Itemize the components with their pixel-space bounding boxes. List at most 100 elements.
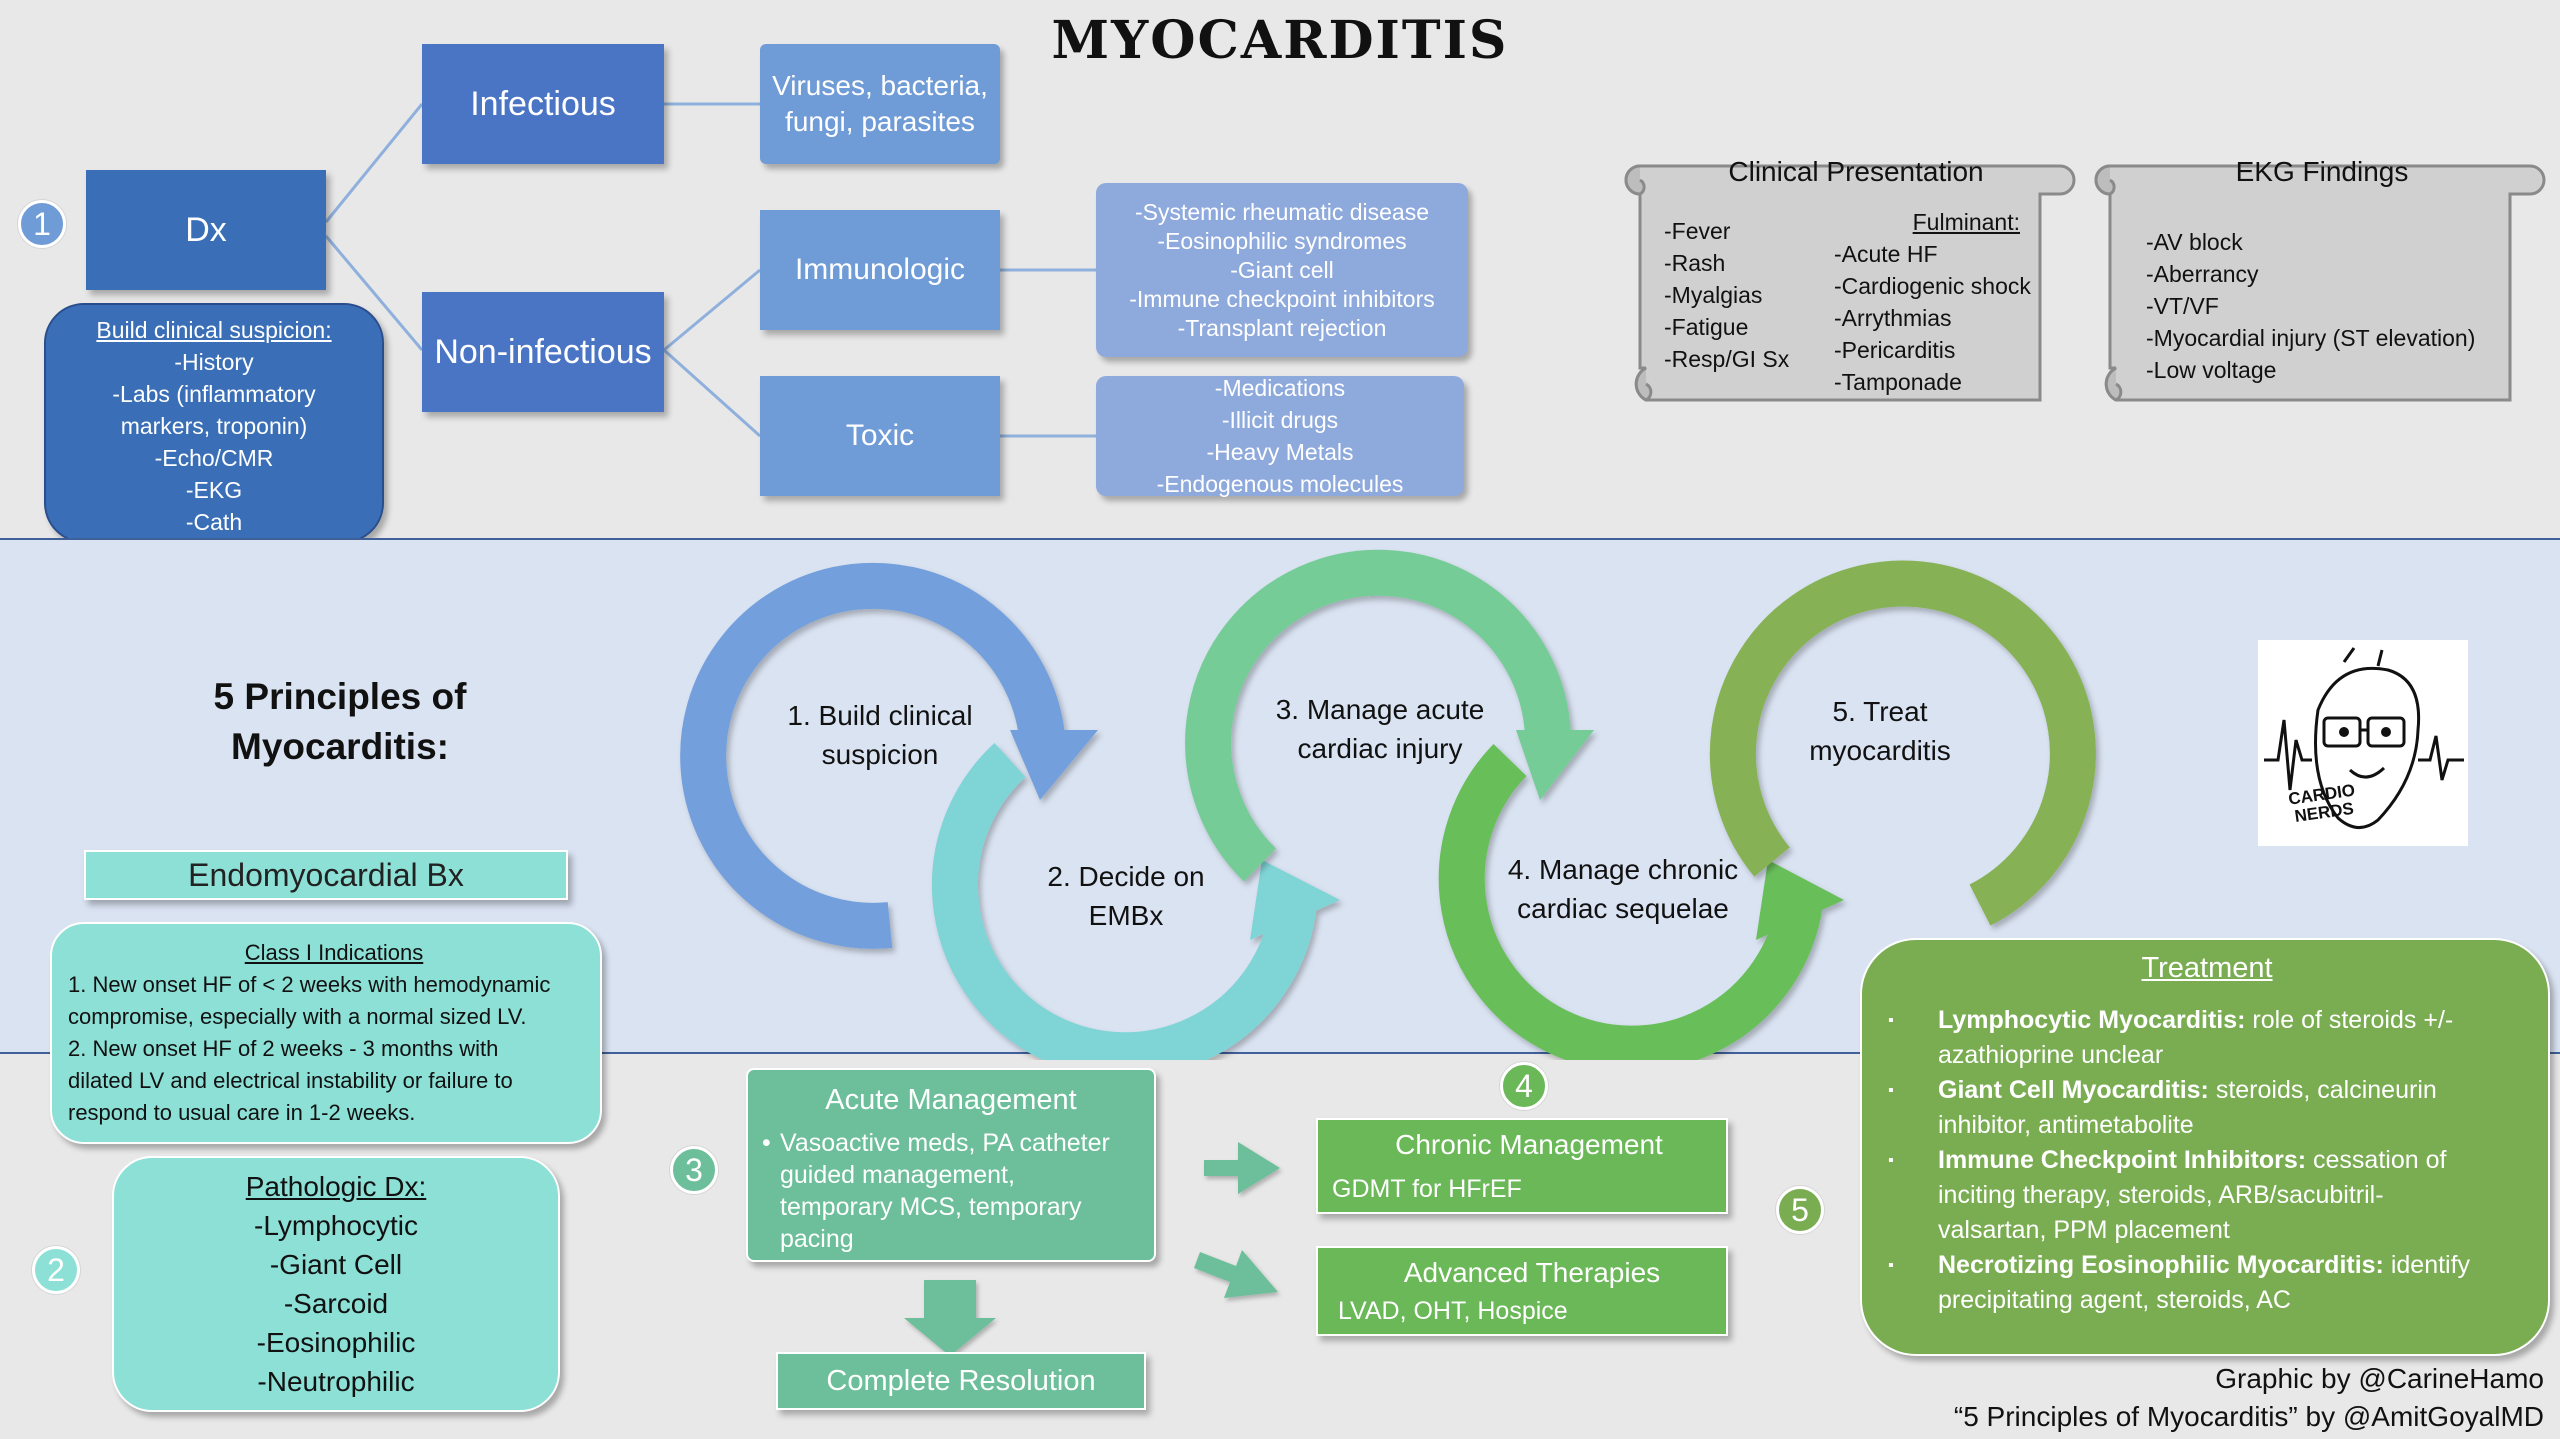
diagonal-arrow-icon	[1194, 1250, 1278, 1298]
treatment-item-title: Immune Checkpoint Inhibitors:	[1938, 1146, 2307, 1174]
fulminant-item: -Arrythmias	[1834, 305, 1952, 331]
symptom-item: -Resp/GI Sx	[1664, 346, 1790, 372]
immunologic-detail-line: -Transplant rejection	[1177, 314, 1387, 341]
principle-step-5: 5. Treat myocarditis	[1760, 692, 2000, 770]
infectious-label: Infectious	[470, 84, 616, 123]
complete-resolution-label: Complete Resolution	[826, 1364, 1096, 1397]
chronic-management-title: Chronic Management	[1395, 1128, 1663, 1160]
emb-indication-line: 1. New onset HF of < 2 weeks with hemody…	[68, 972, 551, 997]
immunologic-detail-line: -Eosinophilic syndromes	[1157, 227, 1407, 254]
treatment-bullet: ▪	[1888, 1012, 1894, 1029]
treatment-item: ▪ Necrotizing Eosinophilic Myocarditis: …	[1880, 1248, 2470, 1318]
suspicion-box: Build clinical suspicion: -History -Labs…	[44, 303, 384, 543]
cardionerds-logo: CARDIO NERDS	[2258, 640, 2468, 846]
step-number-2: 2	[32, 1246, 80, 1294]
principle-ring-3	[1185, 549, 1594, 882]
principle-step-line: myocarditis	[1809, 735, 1951, 766]
fulminant-item: -Cardiogenic shock	[1834, 273, 2031, 299]
acute-bullet: •	[762, 1129, 771, 1157]
symptom-item: -Fever	[1664, 218, 1731, 244]
immunologic-box: Immunologic	[760, 210, 1000, 330]
dx-box: Dx	[86, 170, 326, 290]
ekg-findings-list: -AV block -Aberrancy -VT/VF -Myocardial …	[2146, 226, 2475, 386]
pathologic-dx-box: Pathologic Dx: -Lymphocytic -Giant Cell …	[112, 1156, 560, 1412]
acute-text-line: Vasoactive meds, PA catheter	[780, 1129, 1110, 1157]
principle-step-line: 1. Build clinical	[787, 700, 973, 731]
pathologic-dx-item: -Sarcoid	[283, 1288, 389, 1319]
principle-step-2: 2. Decide on EMBx	[1016, 857, 1236, 935]
pathologic-dx-item: -Neutrophilic	[257, 1366, 415, 1397]
symptom-item: -Myalgias	[1664, 282, 1763, 308]
acute-management-box: Acute Management • Vasoactive meds, PA c…	[746, 1068, 1156, 1262]
suspicion-item: markers, troponin)	[120, 413, 308, 439]
treatment-item-text: steroids, calcineurin	[2208, 1076, 2437, 1104]
fulminant-title: Fulminant:	[1912, 209, 2020, 235]
treatment-item-text: azathioprine unclear	[1938, 1041, 2164, 1069]
principle-step-4: 4. Manage chronic cardiac sequelae	[1488, 850, 1758, 928]
treatment-bullet: ▪	[1888, 1152, 1894, 1169]
principle-step-3: 3. Manage acute cardiac injury	[1250, 690, 1510, 768]
principle-step-line: 2. Decide on	[1047, 861, 1205, 892]
principle-step-line: cardiac injury	[1297, 733, 1463, 764]
toxic-detail-line: -Endogenous molecules	[1156, 471, 1404, 497]
principle-step-1: 1. Build clinical suspicion	[760, 696, 1000, 774]
principle-step-line: EMBx	[1088, 900, 1164, 931]
clinical-presentation-scroll	[1624, 164, 2076, 402]
step-number-1: 1	[18, 200, 66, 248]
noninfectious-box: Non-infectious	[422, 292, 664, 412]
principle-step-line: cardiac sequelae	[1517, 893, 1729, 924]
emb-title: Endomyocardial Bx	[188, 856, 464, 893]
treatment-item-text: inciting therapy, steroids, ARB/sacubitr…	[1938, 1181, 2384, 1209]
treatment-item-text: role of steroids +/-	[2245, 1006, 2454, 1034]
principle-step-line: suspicion	[821, 739, 939, 770]
toxic-detail-line: -Medications	[1214, 375, 1346, 401]
page-title: MYOCARDITIS	[1051, 10, 1509, 71]
chronic-management-text: GDMT for HFrEF	[1332, 1174, 1522, 1203]
infectious-detail-line: Viruses, bacteria,	[772, 70, 988, 101]
symptom-item: -Rash	[1664, 250, 1726, 276]
heart-mascot-icon	[2264, 647, 2464, 829]
right-arrow-icon	[1204, 1142, 1280, 1194]
suspicion-title: Build clinical suspicion:	[96, 317, 332, 343]
emb-indication-line: compromise, especially with a normal siz…	[68, 1004, 527, 1029]
principle-ring-2	[931, 743, 1340, 1060]
toxic-label: Toxic	[845, 419, 915, 452]
treatment-item-text: precipitating agent, steroids, AC	[1938, 1286, 2291, 1314]
noninfectious-label: Non-infectious	[434, 332, 652, 371]
fulminant-item: -Acute HF	[1834, 241, 1938, 267]
emb-class-title: Class I Indications	[244, 940, 424, 965]
fulminant-list: -Acute HF -Cardiogenic shock -Arrythmias…	[1834, 238, 2031, 398]
infectious-detail-line: fungi, parasites	[785, 106, 975, 137]
ekg-findings-scroll	[2094, 164, 2546, 402]
treatment-item-title: Giant Cell Myocarditis:	[1938, 1076, 2209, 1104]
principle-step-line: 3. Manage acute	[1275, 694, 1485, 725]
credit-line: Graphic by @CarineHamo	[2215, 1363, 2544, 1394]
pathologic-dx-title: Pathologic Dx:	[245, 1171, 427, 1202]
emb-indication-line: respond to usual care in 1-2 weeks.	[68, 1100, 416, 1125]
complete-resolution-box: Complete Resolution	[776, 1352, 1146, 1410]
suspicion-item: -EKG	[185, 477, 243, 503]
acute-text-line: guided management,	[780, 1161, 1015, 1189]
ekg-item: -AV block	[2146, 229, 2243, 255]
treatment-item: ▪ Immune Checkpoint Inhibitors: cessatio…	[1880, 1143, 2446, 1248]
pathologic-dx-item: -Lymphocytic	[254, 1210, 418, 1241]
ekg-item: -VT/VF	[2146, 293, 2219, 319]
principles-heading: 5 Principles of Myocarditis:	[160, 672, 520, 772]
emb-indication-line: 2. New onset HF of 2 weeks - 3 months wi…	[68, 1036, 499, 1061]
toxic-detail-box: -Medications -Illicit drugs -Heavy Metal…	[1096, 375, 1464, 497]
dx-connectors	[324, 102, 1096, 438]
immunologic-detail-box: -Systemic rheumatic disease -Eosinophili…	[1096, 183, 1468, 357]
acute-management-text: Vasoactive meds, PA catheter guided mana…	[780, 1127, 1110, 1255]
ekg-item: -Low voltage	[2146, 357, 2277, 383]
acute-management-title: Acute Management	[825, 1084, 1077, 1116]
principle-ring-1	[680, 562, 1098, 949]
principles-heading-line: Myocarditis:	[231, 726, 449, 767]
treatment-bullet: ▪	[1888, 1082, 1894, 1099]
treatment-item-text: valsartan, PPM placement	[1938, 1216, 2230, 1244]
treatment-item-title: Lymphocytic Myocarditis:	[1938, 1006, 2246, 1034]
step-number-5: 5	[1776, 1186, 1824, 1234]
advanced-therapies-title: Advanced Therapies	[1403, 1256, 1661, 1288]
treatment-item-text: cessation of	[2306, 1146, 2447, 1174]
clinical-presentation-list: -Fever -Rash -Myalgias -Fatigue -Resp/GI…	[1664, 215, 1789, 375]
suspicion-item: -History	[174, 349, 254, 375]
